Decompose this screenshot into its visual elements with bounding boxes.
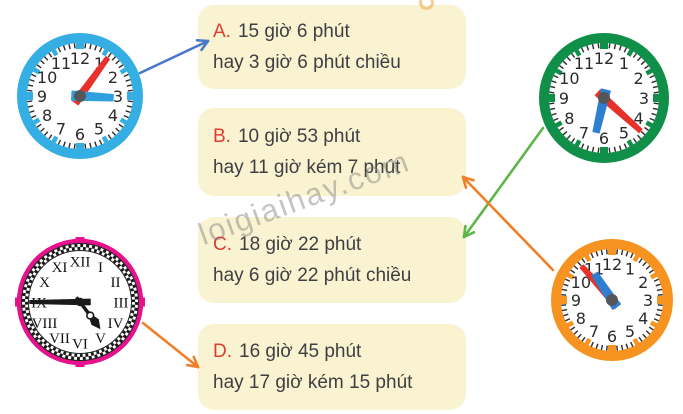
svg-text:3: 3 — [643, 291, 653, 310]
svg-text:12: 12 — [594, 49, 614, 68]
answer-box-b[interactable]: B. 10 giờ 53 phút hay 11 giờ kém 7 phút — [198, 108, 466, 196]
svg-text:IX: IX — [31, 295, 47, 311]
svg-text:V: V — [95, 331, 106, 347]
svg-text:VII: VII — [49, 331, 70, 347]
svg-text:7: 7 — [589, 322, 599, 341]
answer-label: B. — [213, 126, 231, 147]
svg-text:11: 11 — [584, 260, 604, 279]
answer-line-alt: hay 6 giờ 22 phút chiều — [213, 265, 412, 286]
answer-box-d[interactable]: D. 16 giờ 45 phút hay 17 giờ kém 15 phút — [198, 324, 466, 410]
answer-time-24h: 10 giờ 53 phút — [237, 126, 361, 147]
svg-text:2: 2 — [638, 273, 648, 292]
svg-text:6: 6 — [75, 125, 85, 144]
svg-text:8: 8 — [564, 109, 574, 128]
svg-text:5: 5 — [625, 322, 635, 341]
svg-text:1: 1 — [619, 54, 629, 73]
svg-text:5: 5 — [94, 120, 104, 139]
answer-line-24h: C. 18 giờ 22 phút — [213, 229, 451, 260]
answer-box-c[interactable]: C. 18 giờ 22 phút hay 6 giờ 22 phút chiều — [198, 217, 466, 303]
svg-text:4: 4 — [634, 109, 644, 128]
arrow-orange-to-b — [461, 175, 555, 272]
svg-text:3: 3 — [639, 89, 649, 108]
answer-label: A. — [213, 21, 231, 42]
svg-text:II: II — [111, 275, 121, 291]
svg-text:8: 8 — [576, 309, 586, 328]
answer-line-24h: B. 10 giờ 53 phút — [213, 121, 451, 152]
svg-text:7: 7 — [579, 123, 589, 142]
svg-text:1: 1 — [625, 260, 635, 279]
answer-line-24h: A. 15 giờ 6 phút — [213, 16, 451, 47]
svg-text:3: 3 — [113, 87, 123, 106]
svg-text:10: 10 — [37, 68, 57, 87]
svg-text:6: 6 — [607, 327, 617, 346]
answer-time-24h: 15 giờ 6 phút — [237, 21, 350, 42]
svg-text:III: III — [114, 295, 129, 311]
svg-text:12: 12 — [70, 49, 90, 68]
svg-text:9: 9 — [571, 291, 581, 310]
answer-line-alt: hay 11 giờ kém 7 phút — [213, 157, 401, 178]
answer-label: D. — [213, 341, 232, 362]
svg-text:VI: VI — [72, 336, 88, 352]
svg-text:11: 11 — [51, 54, 71, 73]
svg-text:1: 1 — [94, 54, 104, 73]
arrow-green-to-c — [462, 126, 545, 239]
svg-text:8: 8 — [42, 106, 52, 125]
svg-text:10: 10 — [571, 273, 591, 292]
arrow-magenta-to-d — [141, 321, 200, 369]
svg-text:11: 11 — [574, 54, 594, 73]
svg-text:2: 2 — [108, 68, 118, 87]
answer-box-a[interactable]: A. 15 giờ 6 phút hay 3 giờ 6 phút chiều — [198, 5, 466, 89]
svg-text:XII: XII — [70, 254, 91, 270]
svg-text:9: 9 — [37, 87, 47, 106]
svg-text:5: 5 — [619, 123, 629, 142]
answer-line-24h: D. 16 giờ 45 phút — [213, 336, 451, 367]
answer-time-24h: 16 giờ 45 phút — [239, 341, 362, 362]
answer-time-24h: 18 giờ 22 phút — [239, 234, 362, 255]
svg-text:2: 2 — [634, 69, 644, 88]
svg-text:IV: IV — [108, 316, 124, 332]
svg-text:7: 7 — [56, 120, 66, 139]
svg-text:X: X — [39, 275, 50, 291]
svg-text:12: 12 — [602, 255, 622, 274]
svg-text:6: 6 — [599, 129, 609, 148]
svg-text:9: 9 — [559, 89, 569, 108]
svg-text:4: 4 — [638, 309, 648, 328]
svg-text:VIII: VIII — [32, 316, 58, 332]
svg-text:I: I — [98, 260, 103, 276]
answer-line-alt: hay 3 giờ 6 phút chiều — [213, 52, 401, 73]
answer-label: C. — [213, 234, 232, 255]
svg-text:10: 10 — [559, 69, 579, 88]
answer-line-alt: hay 17 giờ kém 15 phút — [213, 372, 413, 393]
svg-text:4: 4 — [108, 106, 118, 125]
svg-text:XI: XI — [52, 260, 68, 276]
